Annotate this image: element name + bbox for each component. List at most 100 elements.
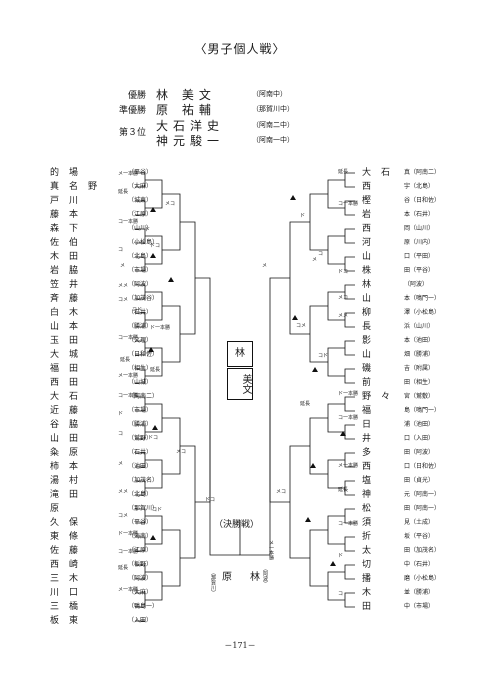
bracket-line [135, 340, 146, 356]
player-name: 折 [362, 532, 382, 542]
player-school: （市場） [128, 407, 153, 414]
player-row: 神元（阿南一） [362, 488, 480, 502]
left-bracket-players: 的場（平谷）真名野（大麻）戸川（城東）藤本（江原）森下（山川）佐伯（小松島）木田… [50, 166, 175, 628]
match-mark: メ一本勝 [338, 463, 359, 469]
player-school: （大麻） [128, 183, 153, 190]
bracket-line [344, 396, 355, 412]
player-row: 戸川（城東） [50, 194, 175, 208]
award-school: （那賀川中） [252, 105, 294, 113]
player-school: 田（平谷） [404, 267, 435, 274]
bracket-line [135, 452, 146, 468]
player-school: （入田） [128, 617, 153, 624]
player-school: 岡（山川） [404, 225, 435, 232]
bracket-line [162, 417, 181, 475]
player-row: 藤本（江原） [50, 208, 175, 222]
player-school: （相生） [128, 365, 153, 372]
player-row: 山口（平田） [362, 250, 480, 264]
match-mark: ド一本勝 [338, 391, 359, 397]
player-row: 太田（加茂名） [362, 544, 480, 558]
bracket-line [344, 536, 355, 552]
player-name: 柿本 [50, 462, 89, 472]
player-school: 中（市場） [404, 603, 435, 610]
award-label: 優勝 [127, 91, 146, 101]
match-mark: ド [300, 213, 306, 219]
player-school: 本（石井） [404, 211, 435, 218]
player-name: 前 [362, 378, 382, 388]
player-school: 畑（勝浦） [404, 351, 435, 358]
match-mark: メ [262, 263, 268, 269]
player-school: （平谷） [128, 519, 153, 526]
match-mark: メメ [118, 283, 129, 289]
player-name: 山本 [50, 322, 89, 332]
player-row: 樫 谷（日和佐） [362, 194, 480, 208]
player-row: 近藤（市場） [50, 404, 175, 418]
champion-box-1: 林 [227, 341, 253, 367]
player-school: （山川） [128, 225, 153, 232]
winner-triangle [150, 253, 156, 258]
player-name: 白木 [50, 308, 89, 318]
final-left-school: （那賀川） [210, 570, 216, 595]
player-name: 樫 [362, 196, 382, 206]
award-name: 神元駿一 [156, 134, 225, 148]
player-name: 岩 [362, 210, 382, 220]
player-school: 口（日和佐） [404, 463, 441, 470]
bracket-line [327, 235, 345, 265]
bracket-line [135, 284, 146, 300]
match-mark: ド一本勝 [150, 325, 171, 331]
player-row: 福田 （相生） [50, 362, 175, 376]
bracket-line [145, 291, 163, 321]
final-left-name: 原 [222, 572, 232, 583]
player-school: 口（入田） [404, 435, 435, 442]
player-school: 本（鳴門一） [404, 295, 441, 302]
match-mark: コ [338, 591, 344, 597]
player-school: （加茂名） [128, 477, 159, 484]
player-name: 久保 [50, 518, 89, 528]
bracket-line [145, 571, 163, 601]
player-row: 岩脇（市場） [50, 264, 175, 278]
winner-triangle [305, 517, 311, 522]
player-name: 山 [362, 294, 382, 304]
player-name: 福田 [50, 364, 89, 374]
player-row: 井口（入田） [362, 432, 480, 446]
player-school: （海南） [128, 533, 153, 540]
player-school: 浦（池田） [404, 421, 435, 428]
player-school: （加茂谷） [128, 295, 159, 302]
bracket-line [344, 564, 355, 580]
player-row: 森下（山川） [50, 222, 175, 236]
match-mark: メコ [165, 201, 176, 207]
match-mark: ド一本勝 [118, 531, 139, 537]
match-mark: コメ [118, 513, 129, 519]
match-mark: コ [118, 247, 124, 253]
match-mark: 延長 [120, 357, 131, 363]
player-row: 西宇（北島） [362, 180, 480, 194]
player-row: 玉田（文理） [50, 334, 175, 348]
page-title: 〈男子個人戦〉 [194, 42, 286, 56]
player-name: 西崎 [50, 560, 89, 570]
match-mark: ドコ [338, 269, 349, 275]
player-school: 田（貞光） [404, 477, 435, 484]
winner-triangle [340, 431, 346, 436]
player-row: 長浜（山川） [362, 320, 480, 334]
award-label: 第３位 [118, 128, 146, 138]
bracket-line [309, 529, 328, 587]
match-mark: コ一本勝 [338, 415, 359, 421]
player-row: 柿本 （池田） [50, 460, 175, 474]
bracket-line [135, 256, 146, 272]
bracket-line [135, 564, 146, 580]
bracket-line [344, 228, 355, 244]
match-mark: ド [145, 227, 151, 233]
final-right-name: 林 [250, 572, 260, 583]
player-row: 西崎（板野） [50, 558, 175, 572]
player-name: 野々 [362, 392, 401, 402]
award-name: 原 祐輔 [156, 103, 216, 117]
player-school: 谷（日和佐） [404, 197, 441, 204]
winner-triangle [290, 195, 296, 200]
page-number: －171－ [224, 641, 256, 650]
player-school: （池田） [128, 463, 153, 470]
player-row: 林（阿波） [362, 278, 480, 292]
player-row: 福島（鳴門一） [362, 404, 480, 418]
player-school: （石井） [128, 449, 153, 456]
player-row: 岩 本（石井） [362, 208, 480, 222]
player-school: 吉（附属） [404, 365, 435, 372]
player-name: 西 [362, 462, 382, 472]
